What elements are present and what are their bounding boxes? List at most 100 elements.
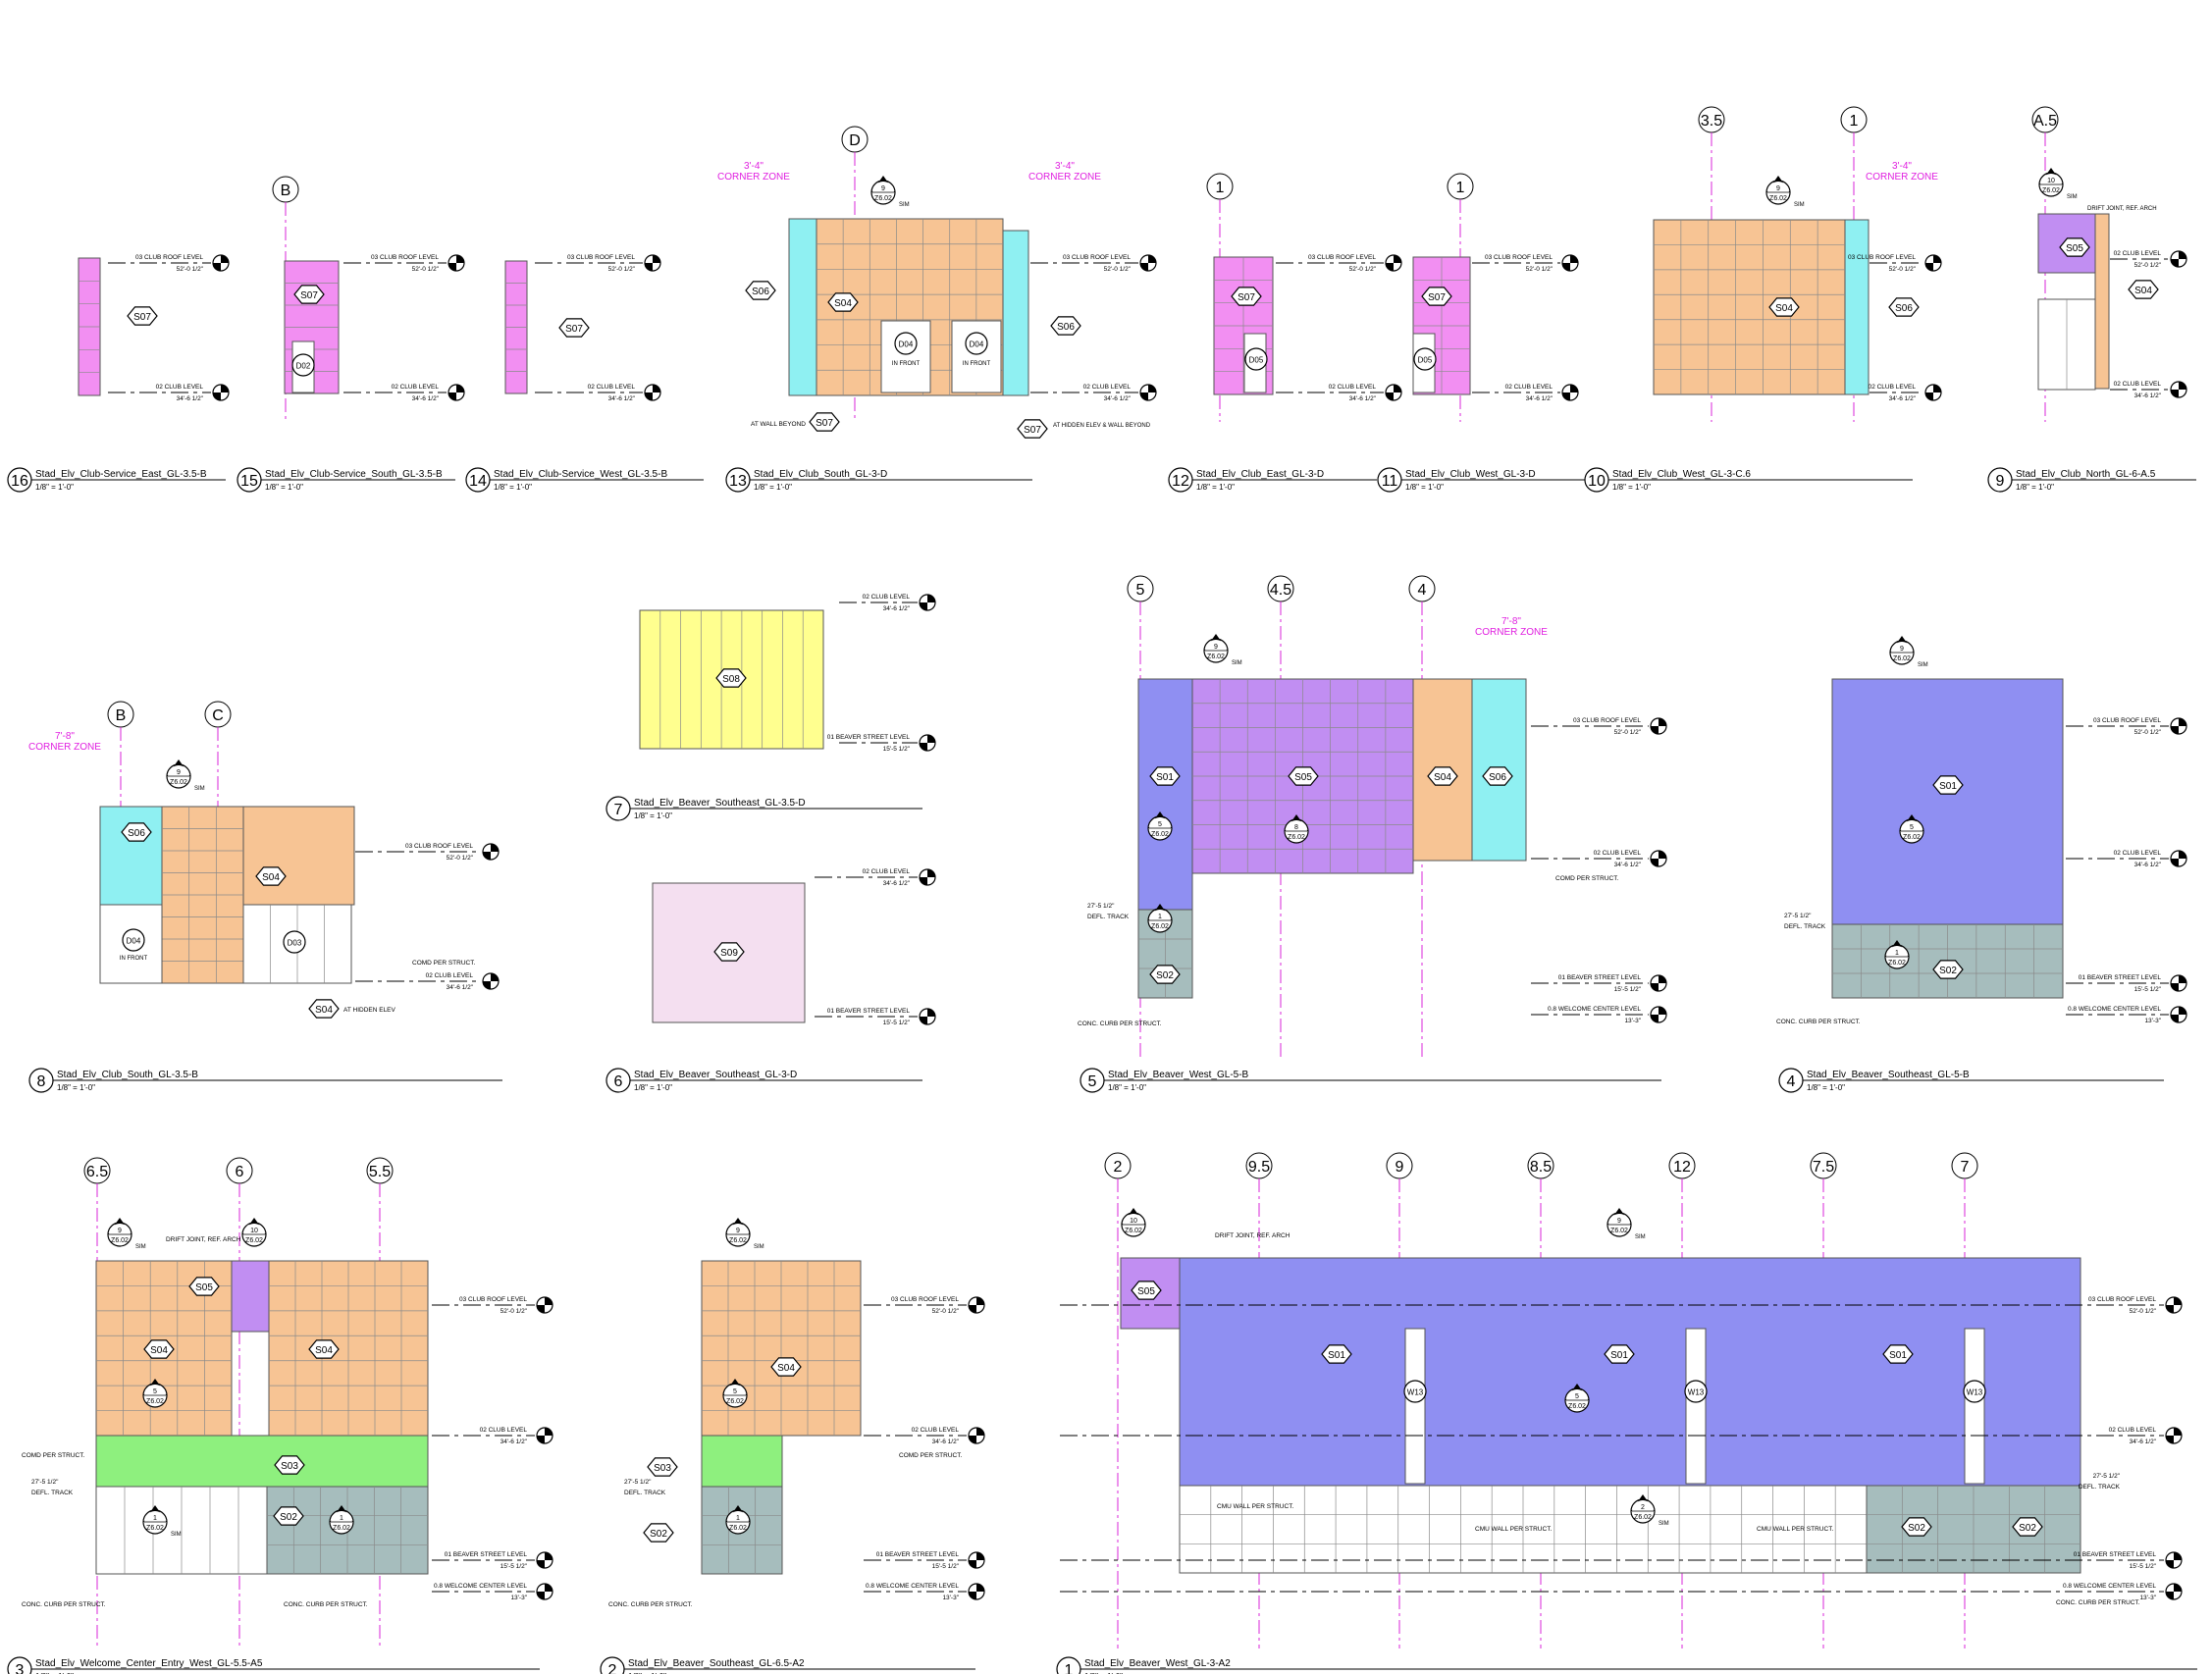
v5-beaver-level-elev: 15'-5 1/2"	[1614, 986, 1642, 993]
view-11-number: 11	[1382, 473, 1398, 490]
defl-track-v1: DEFL. TRACK	[2079, 1484, 2121, 1491]
v5-club-level-label: 02 CLUB LEVEL	[1594, 850, 1642, 857]
v16-club-level-label: 02 CLUB LEVEL	[156, 384, 204, 391]
view-1-scale: 1/8" = 1'-0"	[1084, 1672, 1123, 1674]
view-9-scale: 1/8" = 1'-0"	[2016, 483, 2054, 492]
tag-s01-v1a	[1321, 1344, 1352, 1364]
view-4-number: 4	[1787, 1073, 1796, 1090]
note-in-front-v13-right: IN FRONT	[963, 361, 991, 367]
view-8-title: Stad_Elv_Club_South_GL-3.5-B	[57, 1070, 198, 1080]
section-9-v4-num: 9	[1900, 646, 1904, 653]
window-v1-c	[1964, 1328, 1985, 1485]
section-2-v1-num: 2	[1641, 1504, 1645, 1511]
v3-beaver-level-elev: 15'-5 1/2"	[500, 1563, 528, 1570]
view-6-title: Stad_Elv_Beaver_Southeast_GL-3-D	[634, 1070, 797, 1080]
tag-s07-v13-right-label: S07	[1024, 425, 1041, 436]
v1-club-level-target-fill	[2166, 1428, 2182, 1443]
view-3-number: 3	[16, 1662, 25, 1674]
grid-6-v3-label: 6	[236, 1164, 244, 1180]
panel-s05-v3	[231, 1260, 270, 1333]
section-7-v5-ref: Z6.02	[1288, 834, 1305, 841]
note-at-hidden-elev-beyond: AT HIDDEN ELEV & WALL BEYOND	[1053, 423, 1151, 429]
section-7-v5-num: 8	[1294, 824, 1298, 831]
tag-w13-v1c	[1963, 1380, 1986, 1403]
view-5-title: Stad_Elv_Beaver_West_GL-5-B	[1108, 1070, 1249, 1080]
v3-roof-level-label: 03 CLUB ROOF LEVEL	[459, 1296, 527, 1303]
view-6-number: 6	[614, 1073, 623, 1090]
view-5-scale: 1/8" = 1'-0"	[1108, 1083, 1146, 1092]
section-10-v3-num: 10	[250, 1228, 258, 1234]
note-conc-curb-v4: CONC. CURB PER STRUCT.	[1776, 1019, 1861, 1025]
tag-s04-v3-right	[308, 1339, 340, 1359]
v4-welcome-level-target-fill	[2171, 1007, 2186, 1022]
section-9-v13-ref: Z6.02	[874, 195, 892, 202]
v5-welcome-level-label: 0.8 WELCOME CENTER LEVEL	[1548, 1006, 1641, 1013]
section-10-v9-sim: SIM	[2067, 194, 2078, 200]
panel-s06-v13-left	[788, 218, 817, 396]
tag-d04-v8	[122, 928, 145, 952]
v4-welcome-level-elev: 13'-3"	[2144, 1018, 2161, 1024]
defl-track-v5: DEFL. TRACK	[1087, 914, 1130, 920]
tag-w13-v1b	[1684, 1380, 1708, 1403]
v4-welcome-level-label: 0.8 WELCOME CENTER LEVEL	[2068, 1006, 2161, 1013]
v10-roof-level-label: 03 CLUB ROOF LEVEL	[1848, 254, 1916, 261]
v5-roof-level-label: 03 CLUB ROOF LEVEL	[1573, 717, 1641, 724]
view-10-scale: 1/8" = 1'-0"	[1612, 483, 1651, 492]
corner-zone-v8-dim: 7'-8"	[55, 731, 75, 742]
v1-club-level-label: 02 CLUB LEVEL	[2109, 1427, 2157, 1434]
tag-s04-v2	[770, 1357, 802, 1377]
v4-roof-level-elev: 52'-0 1/2"	[2134, 729, 2162, 736]
panel-s01-v5	[1137, 678, 1193, 911]
tag-s01-v1b	[1604, 1344, 1635, 1364]
v11-club-level-elev: 34'-6 1/2"	[1526, 395, 1554, 402]
tag-s05-v5	[1288, 766, 1319, 786]
v1-welcome-level-label: 0.8 WELCOME CENTER LEVEL	[2063, 1583, 2156, 1590]
section-9-v10-num: 9	[1776, 185, 1780, 192]
section-5-v5-ref: Z6.02	[1151, 831, 1169, 838]
v16-roof-level-label: 03 CLUB ROOF LEVEL	[135, 254, 203, 261]
view-15-title: Stad_Elv_Club-Service_South_GL-3.5-B	[265, 469, 443, 480]
v1-roof-level-elev: 52'-0 1/2"	[2130, 1308, 2157, 1315]
section-9-v2-sim: SIM	[754, 1244, 764, 1250]
tag-s04-v2-label: S04	[777, 1363, 795, 1374]
v7-beaver-level-elev: 15'-5 1/2"	[883, 746, 911, 753]
tag-d04-v13-left-label: D04	[899, 340, 914, 349]
section-6-v3-num: 5	[153, 1388, 157, 1395]
tag-s02-v1a	[1901, 1517, 1932, 1537]
v1-roof-level-label: 03 CLUB ROOF LEVEL	[2088, 1296, 2156, 1303]
section-10-v3-ref: Z6.02	[245, 1237, 263, 1244]
note-at-wall-beyond: AT WALL BEYOND	[751, 421, 806, 428]
section-9-v13-num: 9	[881, 185, 885, 192]
note-conc-curb-v1: CONC. CURB PER STRUCT.	[2056, 1599, 2140, 1606]
v12-club-level-elev: 34'-6 1/2"	[1349, 395, 1377, 402]
v1-club-level-elev: 34'-6 1/2"	[2130, 1439, 2157, 1445]
v5-welcome-level-target-fill	[1651, 1007, 1666, 1022]
tag-s04-v13-label: S04	[834, 298, 852, 309]
note-conc-curb-v2: CONC. CURB PER STRUCT.	[608, 1601, 693, 1608]
note-cmu-wall-v1c: CMU WALL PER STRUCT.	[1757, 1526, 1833, 1533]
v14-club-level-target-fill	[645, 385, 660, 400]
v16-roof-level-elev: 52'-0 1/2"	[177, 266, 204, 273]
v3-roof-level-target-fill	[537, 1297, 553, 1313]
tag-s09-v6	[713, 942, 745, 962]
v4-club-level-label: 02 CLUB LEVEL	[2114, 850, 2162, 857]
v11-roof-level-label: 03 CLUB ROOF LEVEL	[1485, 254, 1553, 261]
v13-club-level-label: 02 CLUB LEVEL	[1083, 384, 1132, 391]
v8-roof-level-elev: 52'-0 1/2"	[447, 855, 474, 862]
note-drift-joint-v9: DRIFT JOINT, REF. ARCH	[2087, 206, 2157, 212]
v3-beaver-level-target-fill	[537, 1552, 553, 1568]
view-9-title: Stad_Elv_Club_North_GL-6-A.5	[2016, 469, 2156, 480]
tag-s05-v1-label: S05	[1137, 1286, 1155, 1297]
view-12-number: 12	[1172, 473, 1189, 490]
tag-s04-v5-label: S04	[1434, 772, 1451, 783]
v3-club-level-elev: 34'-6 1/2"	[500, 1439, 528, 1445]
v1-beaver-level-target-fill	[2166, 1552, 2182, 1568]
v2-welcome-level-target-fill	[969, 1584, 984, 1599]
corner-zone-v13-right-dim: 3'-4"	[1055, 161, 1075, 172]
view-16-number: 16	[11, 473, 28, 490]
v2-club-level-label: 02 CLUB LEVEL	[912, 1427, 960, 1434]
tag-d02-v15-label: D02	[296, 362, 311, 371]
tag-s07-v15-label: S07	[300, 290, 318, 301]
v5-roof-level-elev: 52'-0 1/2"	[1614, 729, 1642, 736]
v6-club-level-elev: 34'-6 1/2"	[883, 880, 911, 887]
